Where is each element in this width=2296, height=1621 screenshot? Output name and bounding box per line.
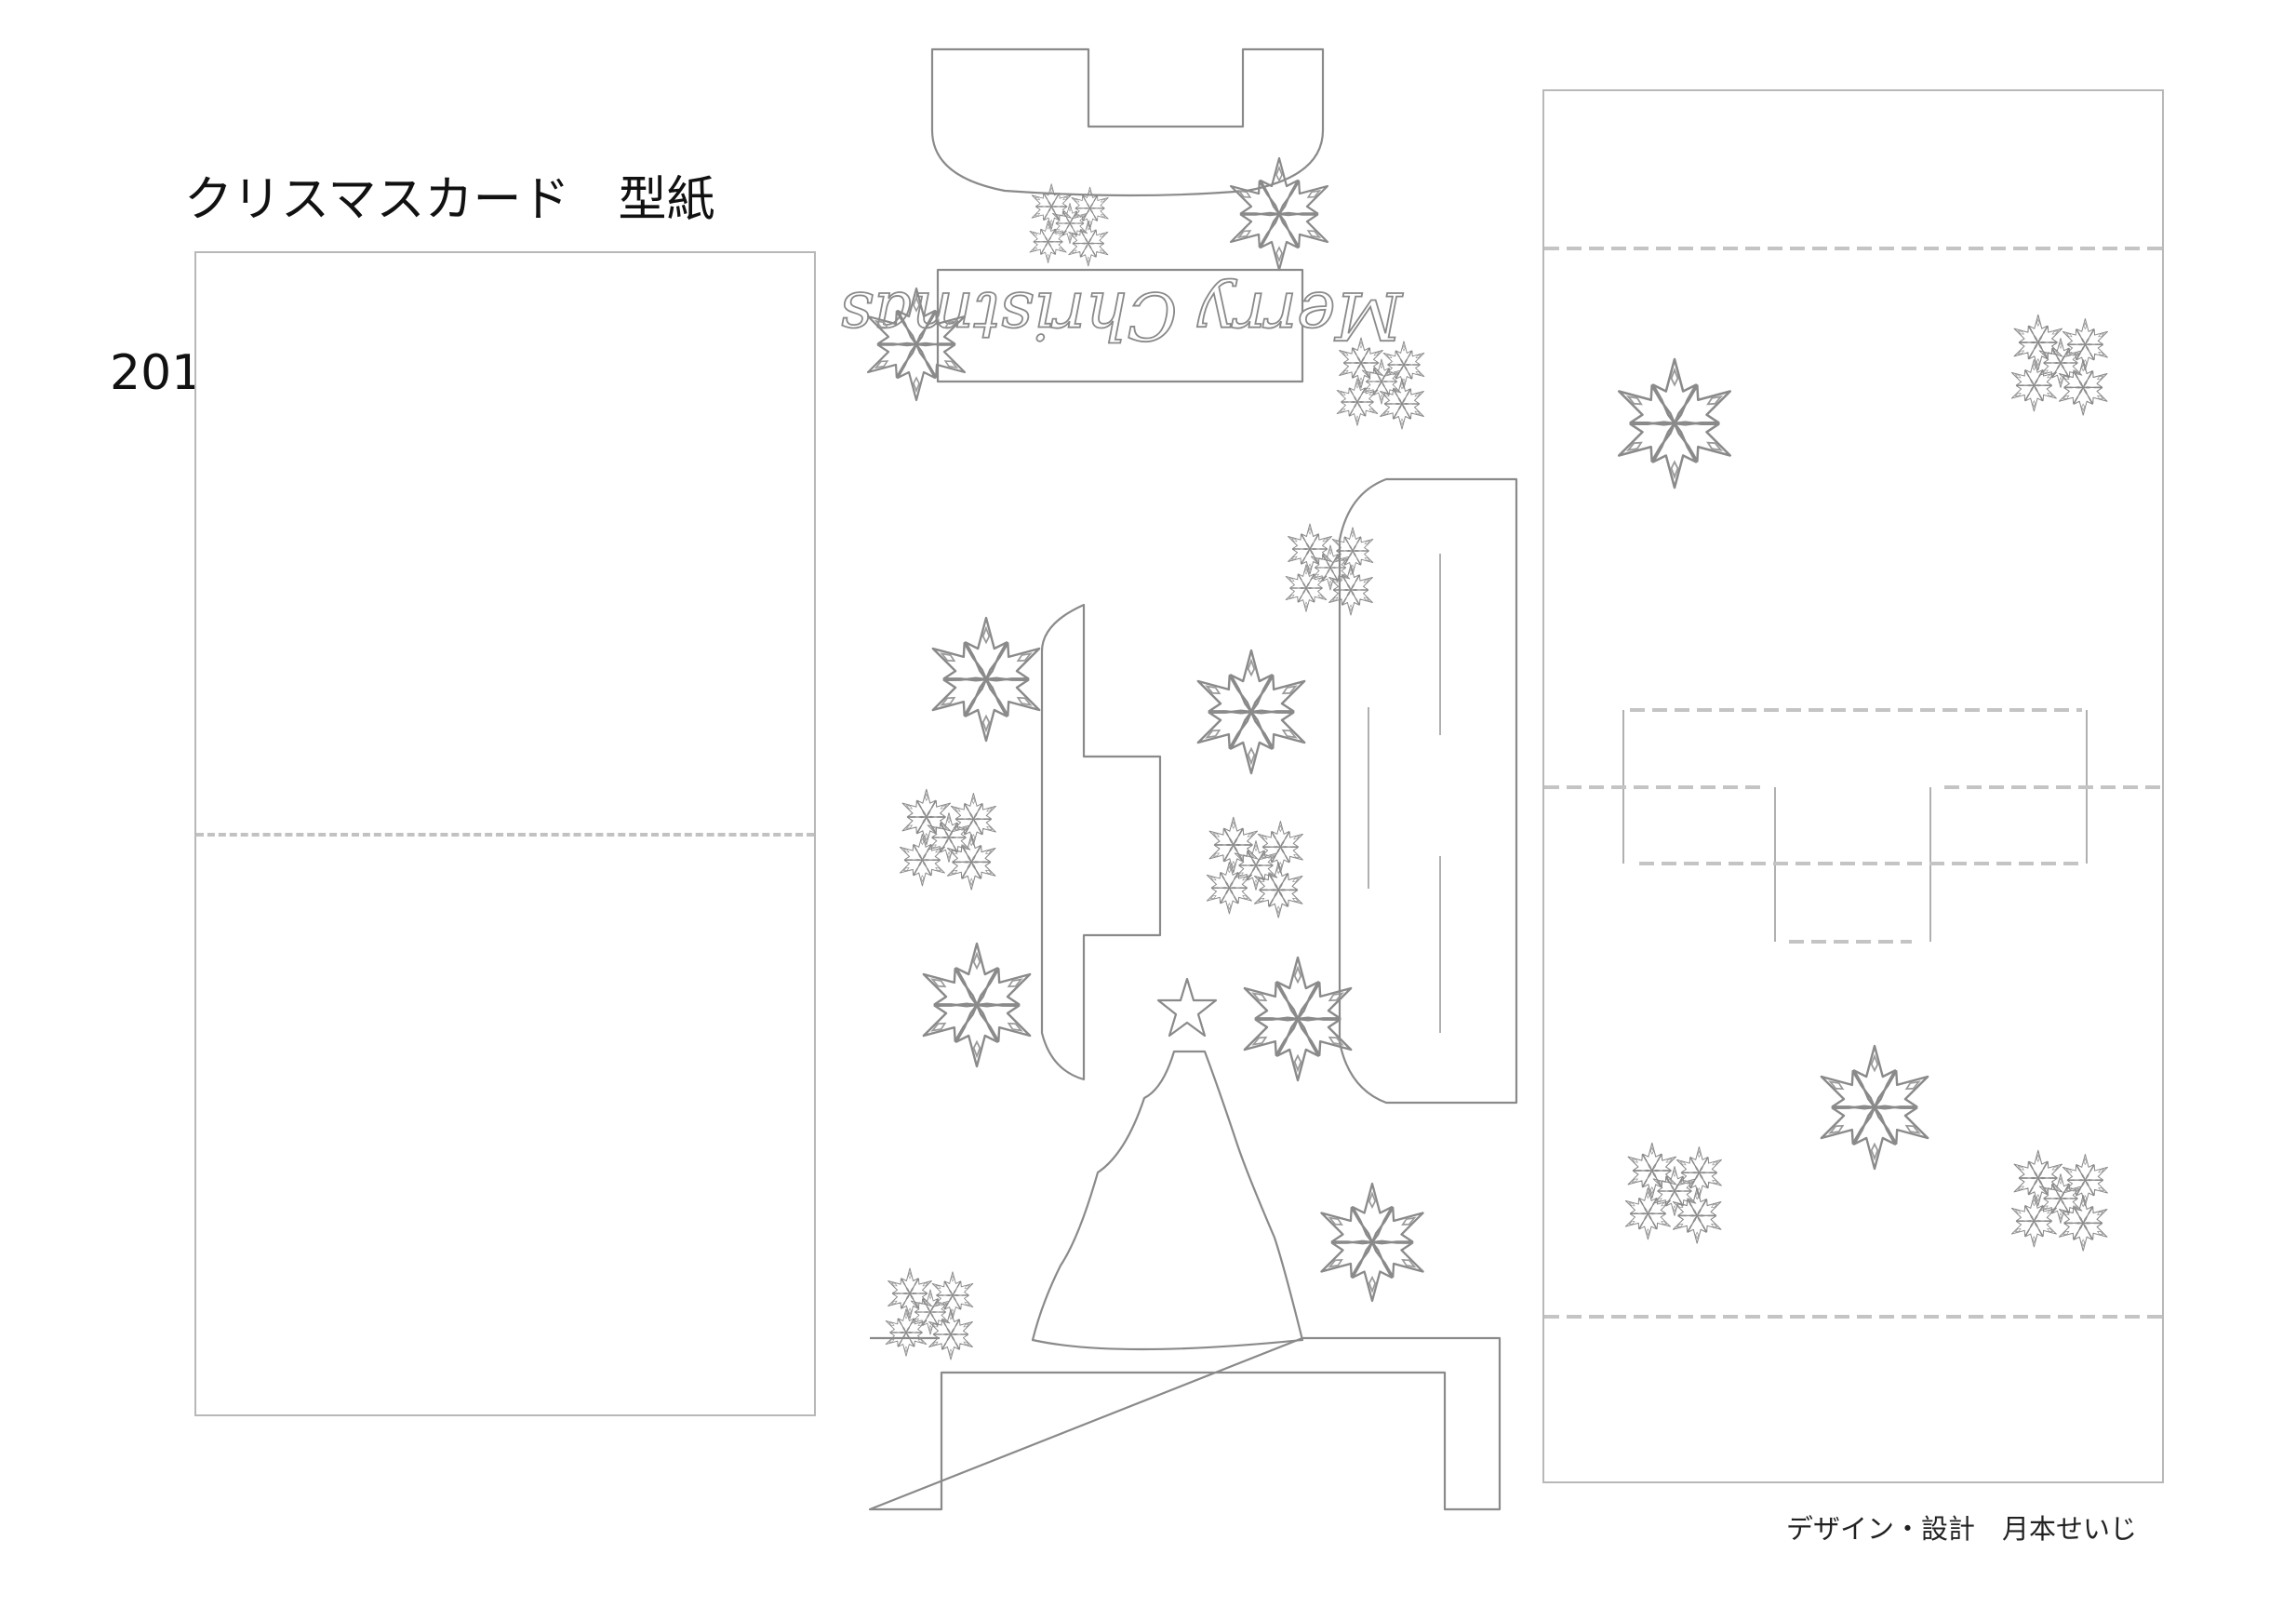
snowflake-support-right — [1186, 477, 1518, 1105]
designer-credit: デザイン・設計 月本せいじ — [1786, 1513, 2138, 1545]
christmas-tree-piece — [868, 977, 1502, 1511]
merry-christmas-sign-piece: Merry Christmas — [839, 47, 1428, 429]
right-card-contents — [1544, 247, 2162, 1319]
snowflake-support-left — [896, 603, 1162, 1081]
title-line-1: クリスマスカード 型紙 — [184, 172, 715, 228]
left-card-panel — [194, 251, 816, 1416]
star-icon — [1156, 977, 1218, 1038]
left-card-fold-line — [196, 833, 814, 837]
